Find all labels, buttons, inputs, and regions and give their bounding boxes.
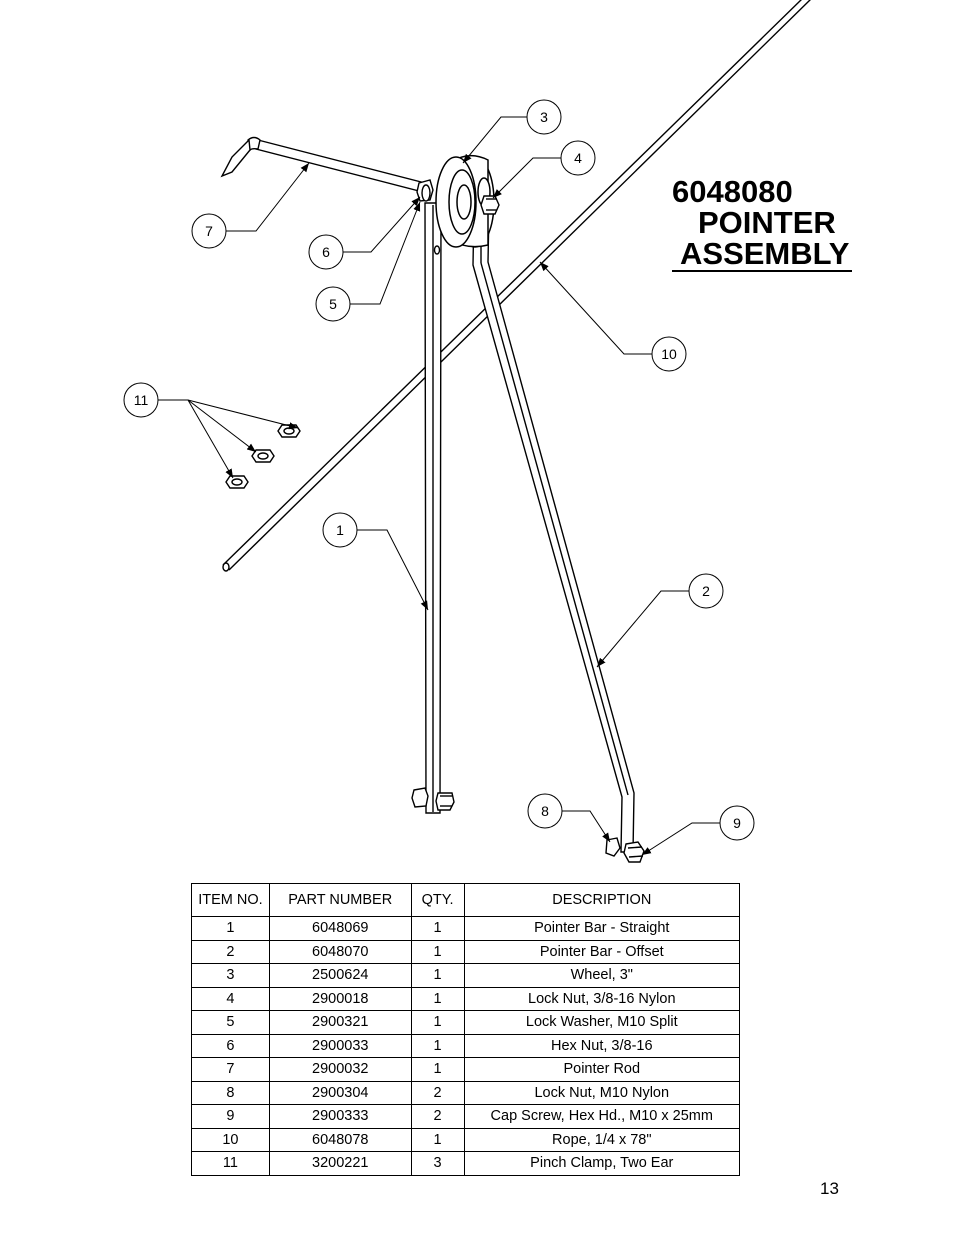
cell-qty: 1 bbox=[410, 939, 465, 964]
cell-qty: 1 bbox=[410, 1057, 465, 1082]
cell-item-no: 10 bbox=[191, 1127, 270, 1152]
balloon-6 bbox=[308, 234, 344, 270]
item-balloons bbox=[123, 99, 755, 841]
axle-hardware bbox=[416, 179, 500, 215]
balloon-label-6: 6 bbox=[322, 244, 330, 260]
cell-description: Wheel, 3" bbox=[463, 963, 741, 988]
balloon-9 bbox=[719, 805, 755, 841]
assembly-name-line1: POINTER bbox=[698, 205, 836, 240]
table-header-row: ITEM NO. PART NUMBER QTY. DESCRIPTION bbox=[191, 883, 741, 917]
balloon-10 bbox=[651, 336, 687, 372]
exploded-assembly-drawing: 1 2 3 4 5 6 7 8 9 10 11 bbox=[123, 0, 811, 863]
balloon-3 bbox=[526, 99, 562, 135]
cell-qty: 2 bbox=[410, 1104, 465, 1129]
assembly-title: 6048080 POINTER ASSEMBLY bbox=[672, 176, 862, 272]
balloon-1 bbox=[322, 512, 358, 548]
header-item-no: ITEM NO. bbox=[191, 883, 270, 917]
cell-item-no: 3 bbox=[191, 963, 270, 988]
cell-description: Hex Nut, 3/8-16 bbox=[463, 1033, 741, 1058]
page-number: 13 bbox=[820, 1179, 839, 1198]
cell-part-number: 6048070 bbox=[268, 939, 412, 964]
cell-description: Lock Nut, M10 Nylon bbox=[463, 1080, 741, 1105]
cell-item-no: 4 bbox=[191, 986, 270, 1011]
cell-qty: 1 bbox=[410, 1033, 465, 1058]
balloon-label-1: 1 bbox=[336, 522, 344, 538]
balloon-label-3: 3 bbox=[540, 109, 548, 125]
cell-part-number: 2900033 bbox=[268, 1033, 412, 1058]
cell-qty: 3 bbox=[410, 1151, 465, 1176]
cell-item-no: 7 bbox=[191, 1057, 270, 1082]
cell-qty: 2 bbox=[410, 1080, 465, 1105]
cell-item-no: 2 bbox=[191, 939, 270, 964]
balloon-label-8: 8 bbox=[541, 803, 549, 819]
cell-description: Rope, 1/4 x 78" bbox=[463, 1127, 741, 1152]
leader-lines bbox=[158, 116, 720, 856]
cell-description: Lock Washer, M10 Split bbox=[463, 1010, 741, 1035]
balloon-11 bbox=[123, 382, 159, 418]
cell-part-number: 2900018 bbox=[268, 986, 412, 1011]
balloon-label-2: 2 bbox=[702, 583, 710, 599]
cell-part-number: 6048069 bbox=[268, 916, 412, 941]
assembly-number: 6048080 bbox=[672, 174, 793, 209]
balloon-label-5: 5 bbox=[329, 296, 337, 312]
balloon-7 bbox=[191, 213, 227, 249]
cell-description: Lock Nut, 3/8-16 Nylon bbox=[463, 986, 741, 1011]
balloon-label-11: 11 bbox=[134, 392, 149, 408]
balloon-label-7: 7 bbox=[205, 223, 213, 239]
wheel-part bbox=[435, 154, 495, 248]
balloon-label-9: 9 bbox=[733, 815, 741, 831]
cell-item-no: 8 bbox=[191, 1080, 270, 1105]
cell-part-number: 2500624 bbox=[268, 963, 412, 988]
balloon-label-4: 4 bbox=[574, 150, 582, 166]
cell-item-no: 1 bbox=[191, 916, 270, 941]
header-description: DESCRIPTION bbox=[463, 883, 741, 917]
offset-bar-part bbox=[472, 207, 645, 863]
balloon-4 bbox=[560, 140, 596, 176]
pinch-clamp-parts bbox=[225, 424, 301, 489]
cell-part-number: 2900304 bbox=[268, 1080, 412, 1105]
cell-part-number: 3200221 bbox=[268, 1151, 412, 1176]
cell-description: Pointer Bar - Straight bbox=[463, 916, 741, 941]
cell-description: Cap Screw, Hex Hd., M10 x 25mm bbox=[463, 1104, 741, 1129]
balloon-8 bbox=[527, 793, 563, 829]
header-part-number: PART NUMBER bbox=[268, 883, 412, 917]
rope-part bbox=[222, 0, 811, 572]
cell-item-no: 9 bbox=[191, 1104, 270, 1129]
cell-description: Pointer Rod bbox=[463, 1057, 741, 1082]
straight-bar-part bbox=[411, 202, 455, 814]
balloon-label-10: 10 bbox=[661, 346, 677, 362]
cell-part-number: 2900333 bbox=[268, 1104, 412, 1129]
cell-qty: 1 bbox=[410, 986, 465, 1011]
cell-item-no: 6 bbox=[191, 1033, 270, 1058]
cell-qty: 1 bbox=[410, 1127, 465, 1152]
cell-qty: 1 bbox=[410, 1010, 465, 1035]
header-qty: QTY. bbox=[410, 883, 465, 917]
cell-description: Pinch Clamp, Two Ear bbox=[463, 1151, 741, 1176]
cell-qty: 1 bbox=[410, 963, 465, 988]
cell-part-number: 2900321 bbox=[268, 1010, 412, 1035]
cell-qty: 1 bbox=[410, 916, 465, 941]
cell-item-no: 5 bbox=[191, 1010, 270, 1035]
assembly-name-line2: ASSEMBLY bbox=[672, 238, 852, 272]
balloon-5 bbox=[315, 286, 351, 322]
balloon-2 bbox=[688, 573, 724, 609]
cell-item-no: 11 bbox=[191, 1151, 270, 1176]
pointer-rod-part bbox=[220, 136, 426, 193]
cell-part-number: 6048078 bbox=[268, 1127, 412, 1152]
cell-description: Pointer Bar - Offset bbox=[463, 939, 741, 964]
cell-part-number: 2900032 bbox=[268, 1057, 412, 1082]
